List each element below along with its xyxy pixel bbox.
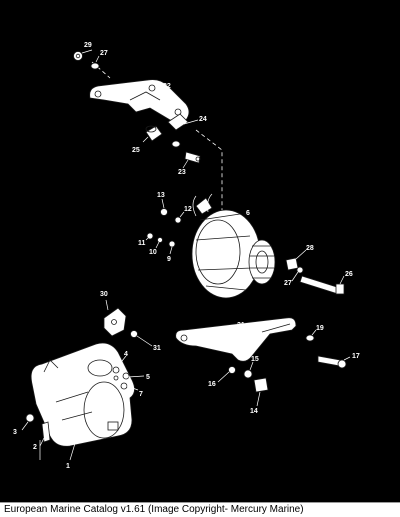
bolt-14-part — [253, 377, 269, 393]
callout-10: 10 — [149, 249, 157, 256]
callout-23: 23 — [178, 169, 186, 176]
nut-3-part — [25, 413, 35, 423]
washer-27-top-part — [90, 62, 100, 70]
washer-31-part — [130, 330, 138, 338]
callout-19: 19 — [316, 325, 324, 332]
washer-9-part — [168, 240, 176, 248]
spacer-28-part — [285, 257, 299, 271]
bolt-26-part — [299, 275, 345, 295]
alternator-6-part — [191, 197, 276, 299]
washer-10-part — [157, 237, 163, 243]
callout-21: 21 — [237, 322, 245, 329]
nut-11-part — [146, 232, 154, 240]
alternator-terminal-wires-part — [192, 193, 213, 217]
starter-motor-1-part — [30, 342, 135, 447]
starter-terminal-hardware-4-7-part — [112, 366, 130, 390]
callout-16: 16 — [208, 381, 216, 388]
copyright-caption-bar: European Marine Catalog v1.61 (Image Cop… — [0, 502, 400, 517]
washer-16-part — [228, 366, 236, 374]
clamp-30-part — [103, 307, 127, 337]
callout-11: 11 — [138, 240, 146, 247]
leader-lines — [21, 49, 351, 461]
nut-29-part — [73, 51, 83, 61]
callout-13: 13 — [157, 192, 165, 199]
callout-24: 24 — [199, 116, 207, 123]
callout-30: 30 — [100, 291, 108, 298]
washer-27-mid-part — [296, 266, 304, 274]
washer-19-part — [305, 334, 315, 342]
callout-9: 9 — [167, 256, 171, 263]
callout-6: 6 — [246, 210, 250, 217]
washer-12-part — [174, 216, 182, 224]
nut-13-part — [160, 208, 168, 216]
callout-5: 5 — [146, 374, 150, 381]
callout-26: 26 — [345, 271, 353, 278]
spacer-25-part — [145, 125, 163, 142]
callout-14: 14 — [250, 408, 258, 415]
callout-22: 22 — [163, 83, 171, 90]
callout-29: 29 — [84, 42, 92, 49]
callout-15: 15 — [251, 356, 259, 363]
callout-28: 28 — [306, 245, 314, 252]
bolt-17-part — [317, 355, 347, 369]
callout-3: 3 — [13, 429, 17, 436]
callout-4: 4 — [124, 351, 128, 358]
callout-2: 2 — [33, 444, 37, 451]
callout-27-top: 27 — [100, 50, 108, 57]
callout-1: 1 — [66, 463, 70, 470]
mounting-bracket-22-part — [89, 79, 190, 121]
adjusting-arm-21-part — [175, 317, 297, 362]
callout-25: 25 — [132, 147, 140, 154]
callout-7: 7 — [139, 391, 143, 398]
copyright-caption: European Marine Catalog v1.61 (Image Cop… — [4, 504, 304, 515]
bolt-2-part — [41, 421, 51, 443]
callout-31: 31 — [153, 345, 161, 352]
callout-27-mid: 27 — [284, 280, 292, 287]
callout-12: 12 — [184, 206, 192, 213]
nut-15-part — [243, 369, 253, 379]
assembly-line-bracket-to-alternator — [195, 129, 223, 210]
bolt-23-part — [184, 151, 201, 164]
spacer-24-part — [167, 113, 189, 148]
exploded-parts-diagram: 29 27 22 24 25 23 13 12 6 11 10 9 28 27 … — [13, 42, 360, 470]
callout-17: 17 — [352, 353, 360, 360]
